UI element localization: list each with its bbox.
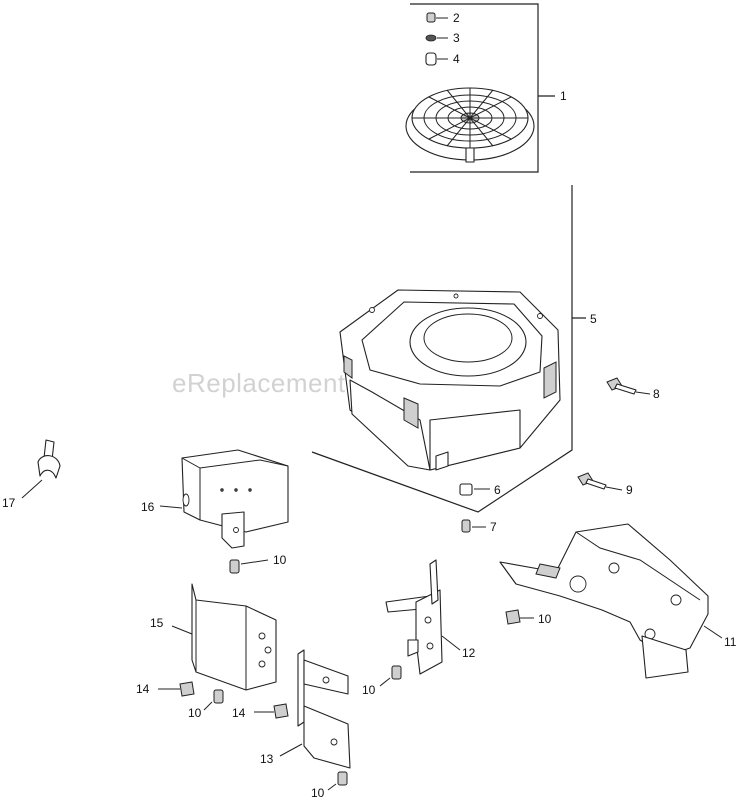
callout-3: 3 xyxy=(453,31,460,45)
callout-12: 12 xyxy=(462,646,476,660)
baffle-15[interactable] xyxy=(171,583,277,691)
bracket-12[interactable] xyxy=(385,559,461,675)
callout-4: 4 xyxy=(453,52,460,66)
screen-bracket-line xyxy=(410,3,555,173)
callout-10-d: 10 xyxy=(362,683,376,697)
clip-17[interactable] xyxy=(21,439,61,499)
bolt-8[interactable] xyxy=(606,377,651,395)
bolt-9[interactable] xyxy=(577,472,623,491)
bolt-7[interactable] xyxy=(461,519,486,533)
callout-15: 15 xyxy=(150,616,164,630)
bracket-13[interactable] xyxy=(279,649,351,769)
washer-3[interactable] xyxy=(425,34,448,42)
blower-housing[interactable] xyxy=(339,289,561,471)
callout-17: 17 xyxy=(2,496,16,510)
callout-14-a: 14 xyxy=(136,682,150,696)
housing-bracket-line xyxy=(311,185,586,513)
bolt-10-e[interactable] xyxy=(505,609,534,625)
callout-10-b: 10 xyxy=(188,706,202,720)
grass-screen-assembly: 2 3 4 1 xyxy=(405,3,567,173)
callout-14-b: 14 xyxy=(232,706,246,720)
spacer-4[interactable] xyxy=(425,52,448,66)
callout-2: 2 xyxy=(453,11,460,25)
bolt-10-c[interactable] xyxy=(327,771,348,791)
shroud-11[interactable] xyxy=(499,523,723,679)
baffle-16[interactable] xyxy=(159,449,289,549)
callout-1: 1 xyxy=(560,89,567,103)
callout-13: 13 xyxy=(260,752,274,766)
callout-10-c: 10 xyxy=(311,786,325,800)
callout-8: 8 xyxy=(653,387,660,401)
callout-5: 5 xyxy=(590,312,597,326)
screw-14-a[interactable] xyxy=(158,681,195,697)
callout-11: 11 xyxy=(724,635,737,649)
bolt-10-d[interactable] xyxy=(379,665,402,687)
callout-10-a: 10 xyxy=(273,553,287,567)
screw-2[interactable] xyxy=(426,12,448,23)
callout-6: 6 xyxy=(494,483,501,497)
screw-14-b[interactable] xyxy=(254,703,289,719)
callout-9: 9 xyxy=(626,483,633,497)
bolt-10-a[interactable] xyxy=(229,559,269,574)
callout-16: 16 xyxy=(141,500,155,514)
nut-6[interactable] xyxy=(459,483,490,496)
grass-screen[interactable] xyxy=(405,87,535,163)
blower-housing-assembly: 5 xyxy=(311,185,597,513)
callout-10-e: 10 xyxy=(538,612,552,626)
callout-7: 7 xyxy=(490,520,497,534)
bolt-10-b[interactable] xyxy=(203,689,224,711)
